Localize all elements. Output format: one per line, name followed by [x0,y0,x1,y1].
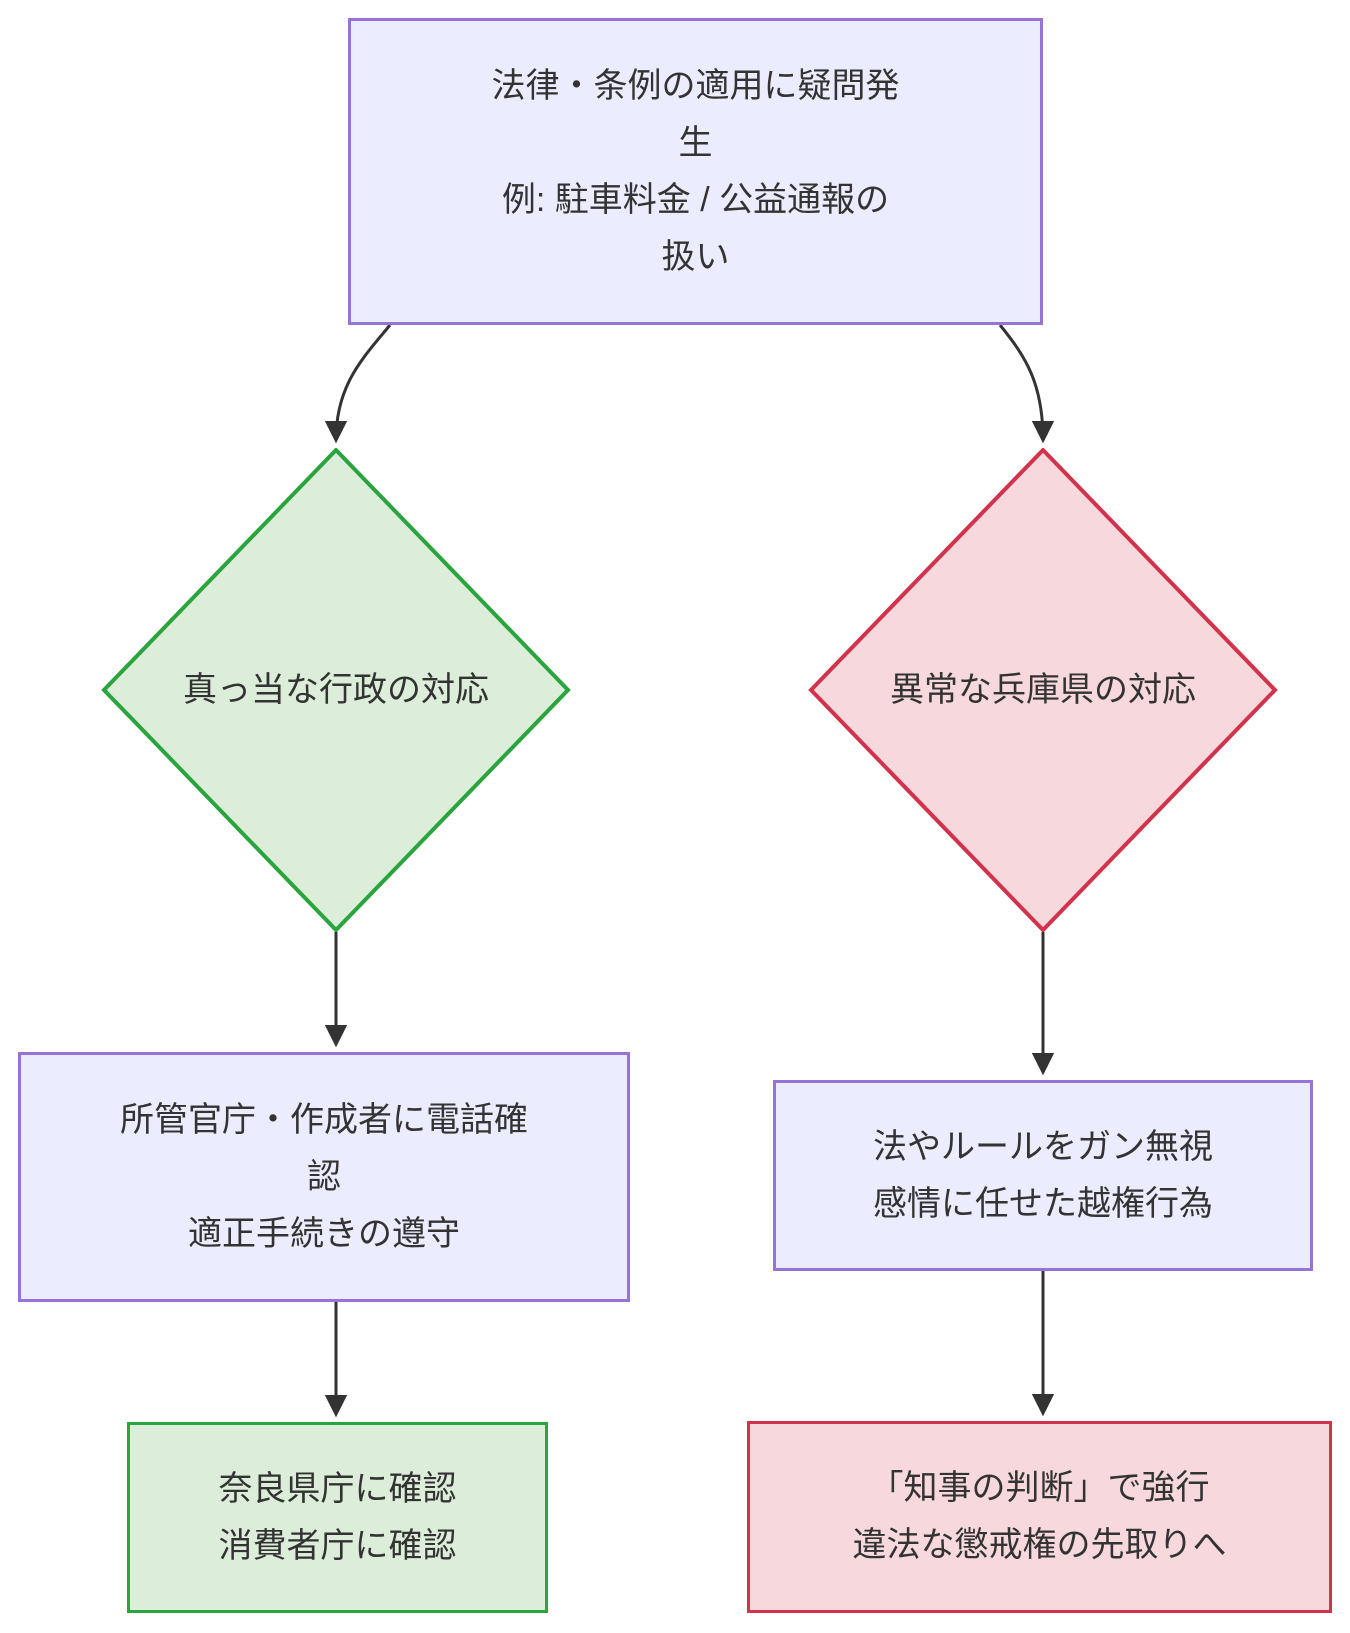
node-start: 法律・条例の適用に疑問発 生 例: 駐車料金 / 公益通報の 扱い [348,18,1043,325]
node-action-good-label: 所管官庁・作成者に電話確 認 適正手続きの遵守 [120,1100,528,1253]
node-result-good: 奈良県庁に確認 消費者庁に確認 [127,1422,548,1613]
node-decision-good: 真っ当な行政の対応 [101,448,571,932]
node-decision-good-label: 真っ当な行政の対応 [183,670,489,709]
diamond-shape-bad [808,448,1278,932]
node-result-bad-label: 「知事の判断」で強行 違法な懲戒権の先取りへ [852,1469,1227,1564]
node-action-bad: 法やルールをガン無視 感情に任せた越権行為 [773,1080,1313,1271]
node-action-bad-label: 法やルールをガン無視 感情に任せた越権行為 [873,1127,1213,1223]
edge-start-to-decision-bad [998,324,1055,444]
node-decision-bad-label: 異常な兵庫県の対応 [890,670,1196,709]
diamond-shape-good [101,448,571,932]
node-action-good: 所管官庁・作成者に電話確 認 適正手続きの遵守 [18,1052,630,1302]
node-result-bad: 「知事の判断」で強行 違法な懲戒権の先取りへ [747,1421,1332,1613]
node-result-good-label: 奈良県庁に確認 消費者庁に確認 [218,1469,457,1565]
edge-start-to-decision-good [324,324,392,444]
node-start-label: 法律・条例の適用に疑問発 生 例: 駐車料金 / 公益通報の 扱い [491,66,900,276]
node-decision-bad: 異常な兵庫県の対応 [808,448,1278,932]
